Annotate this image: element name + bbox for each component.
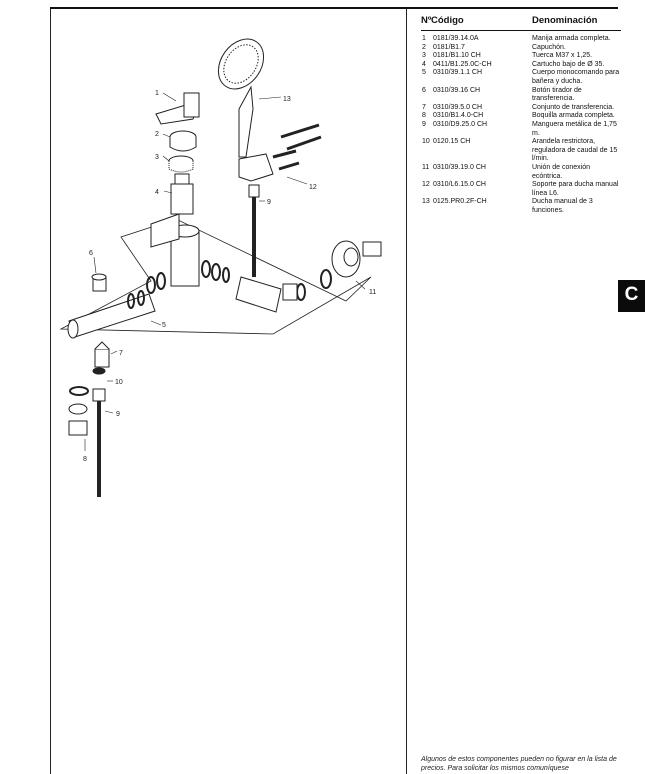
row-number: 6 (422, 86, 426, 94)
callout-4: 4 (155, 189, 159, 196)
row-name: Unión de conexión ecóntrica. (532, 163, 590, 180)
row-number: 13 (422, 198, 430, 206)
callout-11: 11 (369, 289, 376, 296)
table-row: 2 0181/B1.7 Capuchón. (421, 44, 621, 53)
mixer-body (150, 213, 200, 287)
hose-lower (92, 388, 106, 497)
row-number: 2 (422, 43, 426, 51)
o-rings (127, 260, 332, 309)
left-body-rod (67, 293, 156, 339)
hand-shower (217, 38, 265, 158)
table-row: 3 0181/B1.10 CH Tuerca M37 x 1,25. (421, 52, 621, 61)
row-code: 0310/39.1.1 CH (433, 69, 483, 77)
row-number: 5 (422, 69, 426, 77)
callout-9-lower: 9 (116, 411, 120, 418)
transfer-assembly (92, 341, 110, 375)
row-code: 0310/B1.4.0-CH (433, 112, 484, 120)
row-number: 9 (422, 120, 426, 128)
table-row: 4 0411/B1.25.0C-CH Cartucho bajo de Ø 35. (421, 61, 621, 70)
hose-upper (248, 184, 260, 277)
table-row: 9 0310/D9.25.0 CH Manguera metálica de 1,7… (421, 121, 621, 138)
table-row: 1 0181/39.14.0A Manija armada completa. (421, 35, 621, 44)
header-number: Nº (421, 15, 432, 26)
row-name: Boquilla armada completa. (532, 112, 615, 120)
body-outline (59, 218, 372, 335)
right-body-rod (235, 276, 282, 313)
eccentric-union (331, 240, 382, 278)
callout-10: 10 (115, 379, 123, 386)
row-number: 10 (422, 138, 430, 146)
row-number: 7 (422, 103, 426, 111)
shower-bracket (238, 123, 322, 182)
parts-table-body: 1 0181/39.14.0A Manija armada completa. 2 01… (421, 35, 621, 215)
row-name: Capuchón. (532, 43, 566, 51)
row-name: Ducha manual de 3 funciones. (532, 198, 593, 214)
row-name: Manija armada completa. (532, 35, 611, 42)
callout-3: 3 (155, 154, 159, 161)
top-rule (50, 7, 618, 9)
callout-8: 8 (83, 456, 87, 463)
row-name: Tuerca M37 x 1,25. (532, 52, 593, 60)
row-number: 12 (422, 181, 430, 189)
callout-9-upper: 9 (267, 199, 271, 206)
row-name: Conjunto de transferencia. (532, 103, 615, 111)
exploded-view-frame: 1 2 3 4 5 6 7 8 9 9 10 11 12 13 (50, 9, 407, 774)
header-name: Denominación (532, 15, 598, 26)
row-code: 0411/B1.25.0C-CH (433, 60, 492, 68)
section-tab: C (618, 280, 645, 312)
leader-lines (84, 92, 366, 451)
row-number: 11 (422, 163, 430, 171)
table-row: 6 0310/39.16 CH Botón tirador de transfere… (421, 87, 621, 104)
table-row: 5 0310/39.1.1 CH Cuerpo monocomando para b… (421, 69, 621, 86)
row-name: Botón tirador de transferencia. (532, 86, 582, 103)
callout-7: 7 (119, 350, 123, 357)
row-name: Cuerpo monocomando para bañera y ducha. (532, 69, 620, 85)
table-row: 7 0310/39.5.0 CH Conjunto de transferencia… (421, 104, 621, 113)
callout-12: 12 (309, 184, 317, 191)
table-row: 8 0310/B1.4.0-CH Boquilla armada completa. (421, 112, 621, 121)
exploded-view-drawing: 1 2 3 4 5 6 7 8 9 9 10 11 12 13 (59, 38, 382, 497)
row-code: 0310/L6.15.0 CH (433, 181, 486, 189)
row-code: 0125.PR0.2F-CH (433, 198, 487, 206)
row-name: Cartucho bajo de Ø 35. (532, 60, 605, 68)
row-name: Soporte para ducha manual línea L6. (532, 181, 619, 197)
parts-table-header: Nº Código Denominación (421, 14, 621, 31)
row-number: 4 (422, 60, 426, 68)
row-code: 0181/39.14.0A (433, 35, 479, 42)
washers (68, 386, 89, 436)
section-tab-letter: C (624, 284, 639, 305)
handle-part (155, 92, 200, 125)
row-number: 8 (422, 112, 426, 120)
row-code: 0310/39.5.0 CH (433, 103, 483, 111)
row-code: 0120.15 CH (433, 138, 471, 146)
parts-table: Nº Código Denominación 1 0181/39.14.0A Man… (421, 14, 621, 215)
row-code: 0181/B1.10 CH (433, 52, 481, 60)
cartridge-part (170, 173, 194, 215)
callout-2: 2 (155, 131, 159, 138)
row-code: 0310/39.19.0 CH (433, 163, 486, 171)
row-name: Arandela restrictora, reguladora de caud… (532, 138, 618, 163)
footnote: Algunos de estos componentes pueden no f… (421, 756, 617, 772)
header-code: Código (431, 15, 464, 26)
callout-1: 1 (155, 90, 159, 97)
transfer-button (91, 273, 107, 292)
row-number: 1 (422, 35, 426, 42)
row-number: 3 (422, 52, 426, 60)
row-name: Manguera metálica de 1,75 m. (532, 120, 617, 137)
row-code: 0181/B1.7 (433, 43, 465, 51)
callout-13: 13 (283, 96, 291, 103)
row-code: 0310/D9.25.0 CH (433, 120, 488, 128)
callout-6: 6 (89, 250, 93, 257)
row-code: 0310/39.16 CH (433, 86, 481, 94)
callout-5: 5 (162, 322, 166, 329)
